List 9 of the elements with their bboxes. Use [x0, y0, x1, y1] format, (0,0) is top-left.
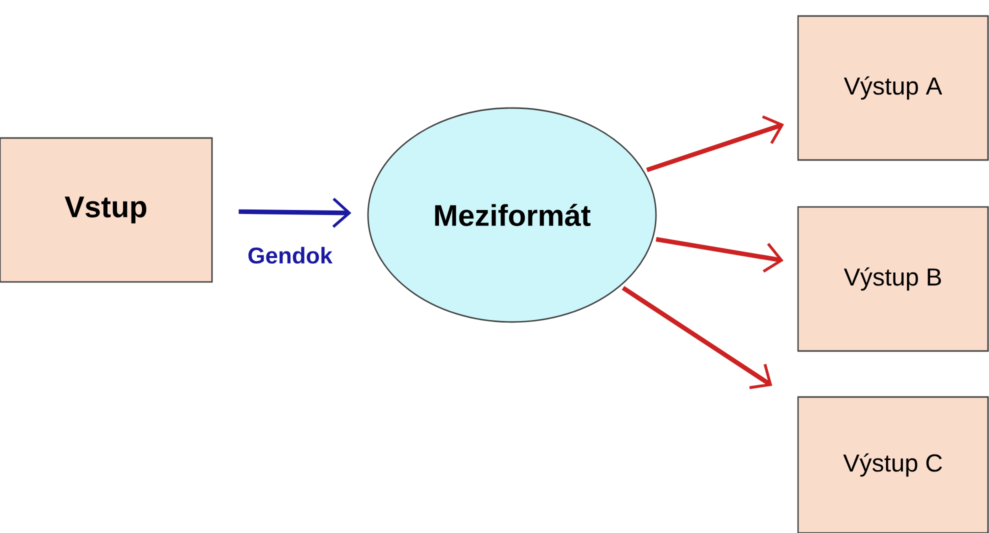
- arrow: [656, 236, 784, 273]
- arrow: [622, 286, 772, 390]
- process-box: Výstup A: [797, 15, 989, 161]
- process-box: Výstup C: [797, 396, 989, 533]
- arrow: [646, 115, 784, 172]
- process-box: Vstup: [0, 137, 213, 283]
- edge-label: Gendok: [246, 245, 334, 266]
- process-box: Výstup B: [797, 206, 989, 352]
- arrow: [238, 198, 352, 228]
